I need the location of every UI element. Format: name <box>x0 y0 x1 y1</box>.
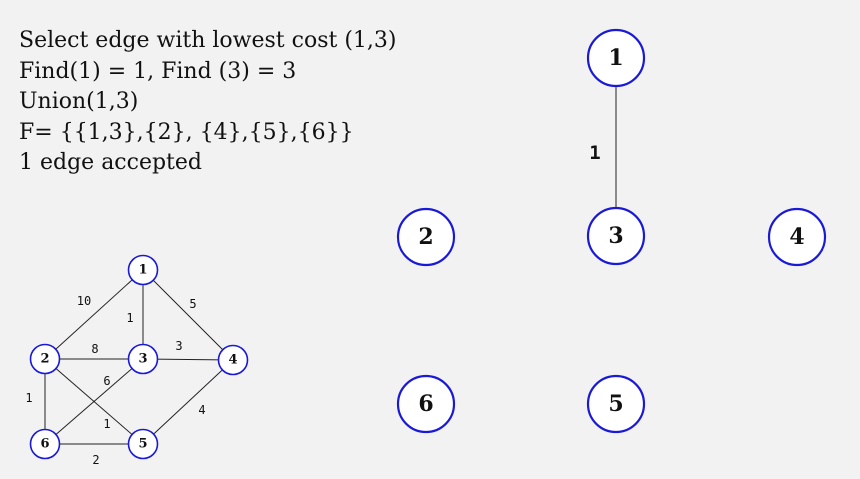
forest-node-4: 4 <box>767 207 827 267</box>
graph-edge-1-3-weight: 1 <box>126 311 133 325</box>
graph-node-2: 2 <box>29 343 61 375</box>
forest-node-6: 6 <box>396 374 456 434</box>
graph-node-6: 6 <box>29 428 61 460</box>
forest-node-3-label: 3 <box>608 223 623 249</box>
graph-edge-3-4-weight: 3 <box>175 339 182 353</box>
step-edge-count: 1 edge accepted <box>19 150 202 175</box>
forest-node-2-label: 2 <box>418 224 433 250</box>
graph-edge-4-5 <box>142 359 234 445</box>
step-forest-sets: F= {{1,3},{2}, {4},{5},{6}} <box>19 119 354 145</box>
graph-node-2-label: 2 <box>40 352 49 367</box>
graph-edge-2-5 <box>44 358 144 445</box>
original-graph: 10 1 5 8 3 6 1 1 4 2 1 2 3 <box>25 254 249 467</box>
forest-node-6-label: 6 <box>418 391 433 417</box>
forest-node-4-label: 4 <box>789 224 804 250</box>
graph-nodes: 1 2 3 4 5 6 <box>29 254 249 460</box>
forest-nodes: 1 2 3 4 5 6 <box>396 28 827 434</box>
forest-node-2: 2 <box>396 207 456 267</box>
algorithm-steps: Select edge with lowest cost (1,3) Find(… <box>19 26 396 179</box>
graph-node-1: 1 <box>127 254 159 286</box>
graph-edge-2-5-weight: 1 <box>103 417 110 431</box>
graph-edge-1-2-weight: 10 <box>77 294 91 308</box>
graph-edge-weights: 10 1 5 8 3 6 1 1 4 2 <box>25 294 205 467</box>
forest-diagram: 1 1 2 3 4 5 <box>396 28 827 434</box>
forest-edge-1-3-weight: 1 <box>589 142 600 164</box>
graph-node-5: 5 <box>127 428 159 460</box>
forest-node-1: 1 <box>586 28 646 88</box>
graph-edge-2-3-weight: 8 <box>91 342 98 356</box>
step-union: Union(1,3) <box>19 89 139 114</box>
graph-edge-1-2 <box>44 269 144 360</box>
forest-node-5: 5 <box>586 374 646 434</box>
step-find: Find(1) = 1, Find (3) = 3 <box>19 58 297 84</box>
graph-node-6-label: 6 <box>40 437 49 452</box>
graph-edge-6-5-weight: 2 <box>92 453 99 467</box>
graph-edge-3-6-weight: 6 <box>103 374 110 388</box>
forest-node-5-label: 5 <box>608 391 623 417</box>
graph-node-4-label: 4 <box>228 353 237 368</box>
graph-edge-1-4-weight: 5 <box>189 297 196 311</box>
graph-edge-4-5-weight: 4 <box>198 403 205 417</box>
forest-edges: 1 <box>589 86 617 208</box>
graph-edge-2-6-weight: 1 <box>25 391 32 405</box>
graph-node-3-label: 3 <box>138 352 147 367</box>
graph-edge-1-4 <box>142 269 234 361</box>
step-select-edge: Select edge with lowest cost (1,3) <box>19 28 397 53</box>
graph-node-3: 3 <box>127 343 159 375</box>
forest-node-3: 3 <box>586 206 646 266</box>
graph-node-5-label: 5 <box>138 437 147 452</box>
graph-node-1-label: 1 <box>138 263 147 278</box>
forest-node-1-label: 1 <box>608 45 623 71</box>
graph-node-4: 4 <box>217 344 249 376</box>
